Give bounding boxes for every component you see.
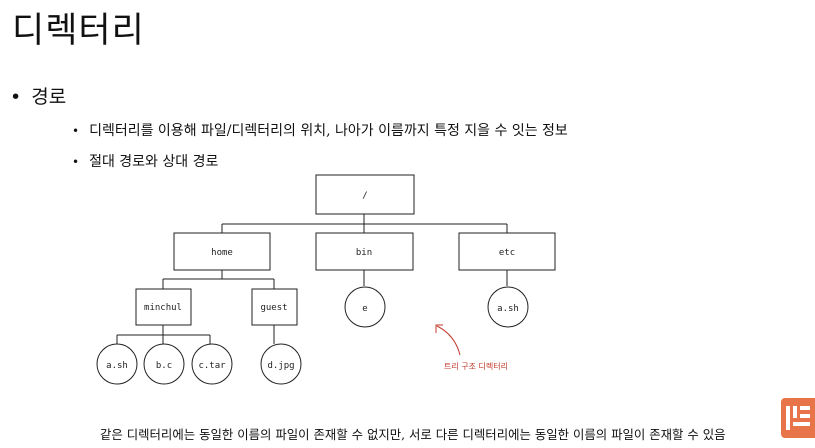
- tree-label-etc-a-sh: a.sh: [497, 304, 519, 314]
- tree-label-minchul: minchul: [144, 303, 182, 313]
- tree-label-c-tar: c.tar: [198, 361, 226, 371]
- tree-leaf-d-jpg: [260, 343, 302, 385]
- tree-leaf-etc-a-sh: [487, 286, 529, 328]
- annotation-arrow: [436, 325, 461, 356]
- bullet-path-text: 경로: [31, 86, 67, 108]
- tree-leaf-b-c: [143, 343, 185, 385]
- sub-bullet-abs-rel: • 절대 경로와 상대 경로: [72, 151, 218, 171]
- annotation-arrowhead: [435, 324, 443, 333]
- bullet-dot: •: [72, 155, 80, 169]
- sub-bullet-definition-text: 디렉터리를 이용해 파일/디렉터리의 위치, 나아가 이름까지 특정 지을 수 …: [89, 123, 568, 139]
- tree-label-e: e: [362, 304, 367, 314]
- sub-bullet-definition: • 디렉터리를 이용해 파일/디렉터리의 위치, 나아가 이름까지 특정 지을 수…: [72, 120, 568, 140]
- tree-label-home: home: [211, 248, 233, 258]
- bullet-path: • 경로: [10, 82, 66, 109]
- brand-logo-icon: [781, 398, 815, 438]
- tree-label-b-c: b.c: [156, 361, 172, 371]
- tree-leaf-a-sh: [96, 343, 138, 385]
- bullet-dot: •: [10, 86, 22, 108]
- tree-label-guest: guest: [260, 303, 287, 313]
- sub-bullet-abs-rel-text: 절대 경로와 상대 경로: [89, 154, 219, 170]
- tree-node-root: [315, 174, 415, 215]
- tree-label-d-jpg: d.jpg: [267, 361, 294, 371]
- tree-label-root: /: [362, 191, 367, 201]
- annotation-tree-structure: 트리 구조 디렉터리: [444, 361, 508, 371]
- bullet-dot: •: [72, 124, 80, 138]
- tree-label-a-sh: a.sh: [106, 361, 128, 371]
- brand-logo-glyph: [786, 406, 810, 430]
- tree-label-bin: bin: [356, 248, 372, 258]
- tree-leaf-c-tar: [191, 343, 233, 385]
- tree-label-etc: etc: [499, 248, 515, 258]
- tree-leaf-e: [344, 286, 386, 328]
- bottom-note: 같은 디렉터리에는 동일한 이름의 파일이 존재할 수 없지만, 서로 다른 디…: [100, 427, 726, 442]
- slide-title: 디렉터리: [12, 11, 145, 51]
